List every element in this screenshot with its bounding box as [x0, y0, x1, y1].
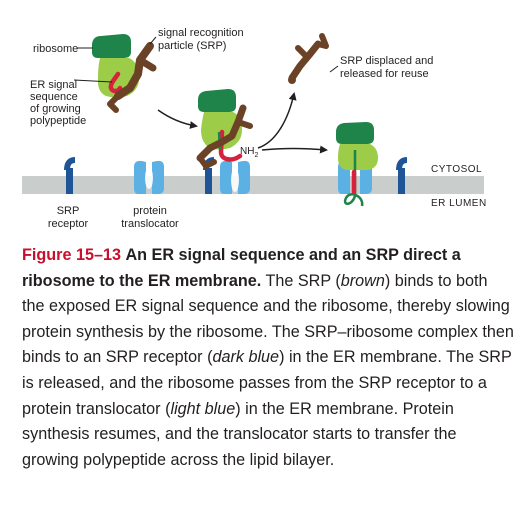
- srp-receptor-stage-3: [396, 157, 408, 194]
- arrow-to-translocator: [261, 145, 328, 154]
- ribosome-small-subunit: [338, 144, 378, 170]
- label-translocator-line-2: translocator: [121, 218, 179, 230]
- label-srp-line-1: signal recognition: [158, 27, 244, 39]
- label-srp-receptor-line-1: SRP: [57, 205, 80, 217]
- label-er-signal-line-4: polypeptide: [30, 115, 86, 127]
- caption-text-2: ) binds to both the exposed ER signal se…: [22, 271, 514, 367]
- ribosome-large-subunit: [198, 89, 236, 112]
- label-nh2: NH2: [240, 146, 258, 159]
- label-srp-line-2: particle (SRP): [158, 40, 226, 52]
- caption-text-1: The SRP (: [265, 271, 341, 290]
- translocator-stage-2: [220, 160, 250, 194]
- label-displaced-line-2: released for reuse: [340, 68, 429, 80]
- arrow-srp-released: [257, 92, 297, 149]
- label-er-signal-line-3: of growing: [30, 103, 81, 115]
- srp-stage-1: [107, 42, 157, 113]
- label-srp-receptor-line-2: receptor: [48, 218, 89, 230]
- ribosome-large-subunit: [336, 122, 374, 144]
- figure-title: An ER signal sequence and an SRP direct …: [22, 246, 461, 290]
- label-er-signal-line-1: ER signal: [30, 79, 77, 91]
- caption-text-4: ) in the ER membrane. Protein synthesis …: [22, 399, 457, 469]
- label-ribosome: ribosome: [33, 43, 78, 55]
- caption-italic-2: dark blue: [212, 348, 280, 367]
- label-er-lumen: ER LUMEN: [431, 198, 487, 209]
- signal-sequence-stage-2: [218, 129, 243, 162]
- caption-italic-1: brown: [340, 271, 385, 290]
- label-cytosol: CYTOSOL: [431, 164, 482, 175]
- srp-released: [288, 33, 329, 84]
- ribosome-large-subunit: [92, 34, 131, 58]
- signal-sequence-stage-1: [108, 71, 123, 94]
- polypeptide-stage-3: [343, 150, 364, 207]
- caption-text-3: ) in the ER membrane. The SRP is release…: [22, 348, 512, 418]
- srp-receptor-left: [64, 157, 76, 194]
- leader-lines: [73, 36, 339, 83]
- srp-stage-2: [196, 104, 253, 169]
- figure-number: Figure 15–13: [22, 246, 121, 264]
- srp-diagram: ribosome signal recognition particle (SR…: [22, 27, 487, 230]
- arrow-to-receptor: [157, 109, 198, 129]
- label-displaced-line-1: SRP displaced and: [340, 55, 433, 67]
- label-translocator-line-1: protein: [133, 205, 167, 217]
- caption-italic-3: light blue: [170, 399, 236, 418]
- label-er-signal-line-2: sequence: [30, 91, 78, 103]
- translocator-left: [134, 160, 164, 194]
- ribosome-stage-3: [336, 122, 378, 170]
- figure-caption: Figure 15–13 An ER signal sequence and a…: [22, 243, 514, 473]
- er-membrane: [22, 176, 484, 194]
